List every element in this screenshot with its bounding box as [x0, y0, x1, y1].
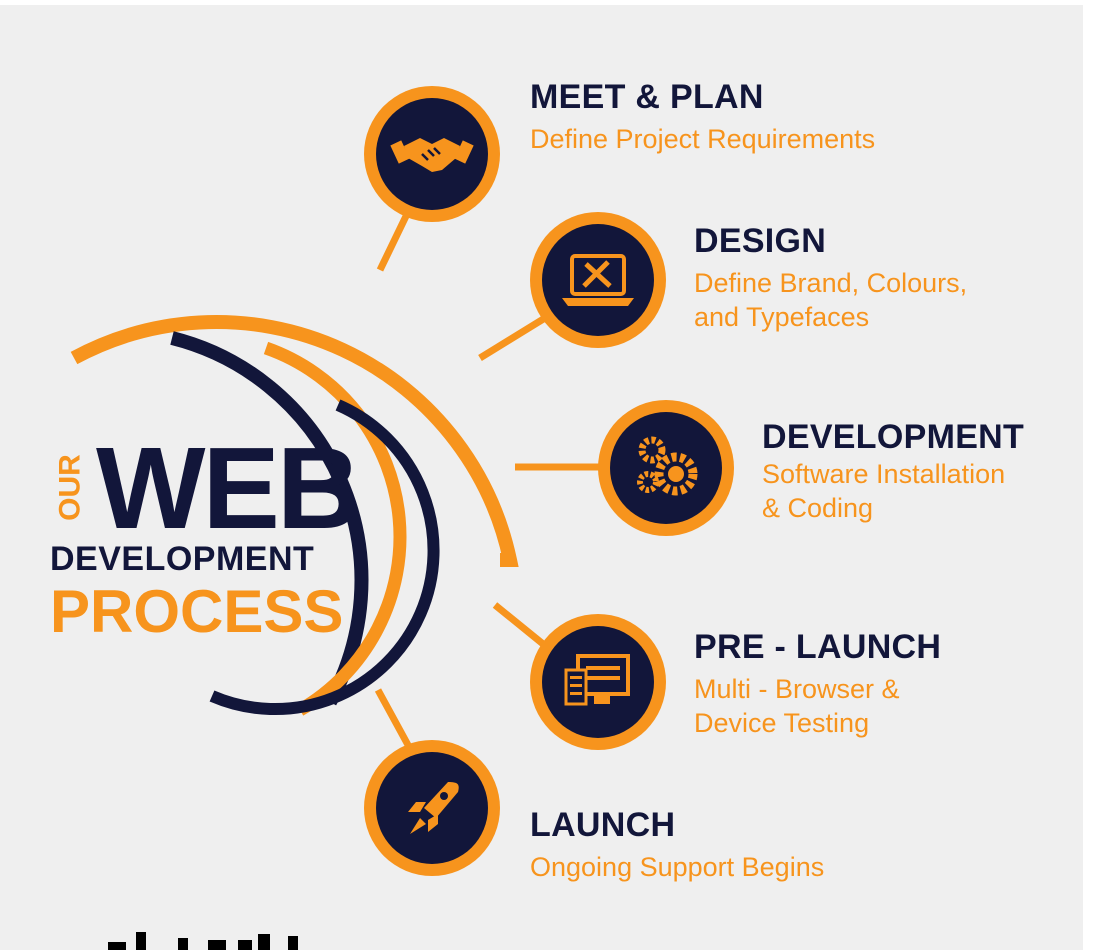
heading-process: PROCESS — [50, 578, 344, 645]
step-desc-line: & Coding — [762, 493, 874, 523]
development-circle — [598, 400, 734, 536]
step-title-meet-plan: MEET & PLAN — [530, 78, 764, 116]
step-desc-design: Define Brand, Colours, and Typefaces — [694, 266, 967, 334]
meet-plan-circle — [364, 86, 500, 222]
step-desc-line: Software Installation — [762, 459, 1006, 489]
step-desc-line: Define Brand, Colours, — [694, 268, 968, 298]
step-title-pre-launch: PRE - LAUNCH — [694, 628, 942, 666]
connector-meet-plan — [376, 210, 412, 272]
step-desc-launch: Ongoing Support Begins — [530, 850, 824, 884]
heading-development: DEVELOPMENT — [50, 540, 315, 578]
handshake-icon — [390, 138, 474, 172]
design-circle — [530, 212, 666, 348]
step-desc-pre-launch: Multi - Browser & Device Testing — [694, 672, 900, 740]
step-desc-line: Multi - Browser & — [694, 674, 900, 704]
step-title-design: DESIGN — [694, 222, 827, 260]
step-desc-development: Software Installation & Coding — [762, 457, 1005, 525]
connector-pre-launch — [492, 602, 551, 651]
step-desc-line: Define Project Requirements — [530, 124, 876, 154]
connector-launch — [374, 688, 412, 747]
inner-navy-arc — [209, 399, 440, 716]
step-title-launch: LAUNCH — [530, 806, 676, 844]
monitor-testing-icon — [564, 654, 630, 706]
launch-circle — [364, 740, 500, 876]
infographic-background — [0, 5, 1083, 950]
step-desc-line: Ongoing Support Begins — [530, 852, 825, 882]
rocket-icon — [408, 782, 459, 834]
connector-design — [478, 315, 547, 361]
cropped-text-fragment — [108, 932, 298, 950]
pre-launch-circle — [530, 614, 666, 750]
inner-orange-arc — [263, 341, 407, 716]
laptop-design-icon — [562, 254, 634, 306]
outer-navy-arc — [170, 331, 369, 706]
step-desc-meet-plan: Define Project Requirements — [530, 122, 875, 156]
step-title-development: DEVELOPMENT — [762, 418, 1025, 456]
gears-icon — [637, 436, 698, 496]
step-desc-line: and Typefaces — [694, 302, 870, 332]
heading-web: WEB — [96, 423, 361, 553]
outer-orange-arc — [70, 315, 519, 567]
step-desc-line: Device Testing — [694, 708, 870, 738]
